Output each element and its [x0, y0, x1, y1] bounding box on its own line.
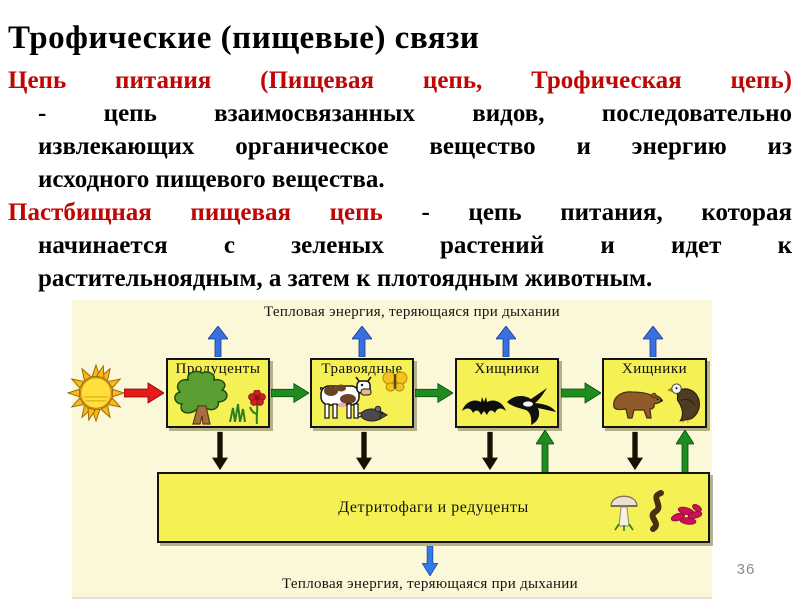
food-flow-arrow-2-icon	[415, 382, 453, 404]
decomposers-box: Детритофаги и редуценты	[157, 472, 710, 543]
mouse-icon	[357, 405, 388, 422]
bat-icon	[462, 397, 506, 415]
tree-icon	[174, 370, 228, 425]
heat-arrow-down-icon	[422, 546, 438, 576]
red-worms-icon	[670, 504, 703, 525]
definition-line: - цепь питания, которая	[421, 199, 792, 226]
butterfly-icon	[382, 370, 408, 392]
trophic-box-predators-1: Хищники	[455, 358, 559, 428]
trophic-box-predators-2: Хищники	[602, 358, 707, 428]
solar-energy-arrow-icon	[124, 382, 164, 404]
food-chain-diagram: Тепловая энергия, теряющаяся при дыхании	[67, 300, 712, 597]
heat-label-top: Тепловая энергия, теряющаяся при дыхании	[264, 304, 560, 320]
food-flow-arrow-3-icon	[561, 382, 601, 404]
term-grazing-chain: Пастбищная пищевая цепь	[8, 199, 383, 226]
heat-arrow-up-4-icon	[643, 326, 663, 357]
page-title: Трофические (пищевые) связи	[8, 20, 480, 56]
sun-icon	[67, 364, 125, 422]
recycle-arrow-up-1-icon	[536, 430, 554, 473]
heat-arrow-up-2-icon	[352, 326, 372, 357]
detritus-arrow-down-1-icon	[212, 431, 228, 471]
bear-icon	[613, 391, 663, 419]
term-food-chain: Цепь питания (Пищевая цепь, Трофическая …	[8, 67, 792, 94]
vulture-icon	[668, 383, 700, 423]
definition-line: исходного пищевого вещества.	[38, 166, 385, 193]
detritus-arrow-down-3-icon	[482, 431, 498, 471]
box-label-predators-2: Хищники	[621, 361, 688, 377]
mushroom-icon	[610, 495, 638, 531]
heat-label-bottom: Тепловая энергия, теряющаяся при дыхании	[282, 576, 578, 592]
heat-arrow-up-1-icon	[208, 326, 228, 357]
swallow-icon	[507, 388, 556, 425]
worm-icon	[649, 490, 664, 532]
heat-arrow-up-3-icon	[496, 326, 516, 357]
definition-grazing-chain: Пастбищная пищевая цепь - цепь питания, …	[8, 196, 792, 295]
definition-line: извлекающих органическое вещество и энер…	[38, 133, 792, 160]
flower-icon	[248, 390, 266, 424]
definition-food-chain: Цепь питания (Пищевая цепь, Трофическая …	[8, 64, 792, 196]
food-flow-arrow-1-icon	[271, 382, 309, 404]
page-number: 36	[736, 561, 756, 578]
detritus-arrow-down-2-icon	[356, 431, 372, 471]
definition-line: - цепь взаимосвязанных видов, последоват…	[38, 100, 792, 127]
grass-icon	[229, 403, 246, 422]
trophic-box-herbivores: Травоядные	[310, 358, 414, 428]
box-label-herbivores: Травоядные	[321, 361, 403, 377]
detritus-arrow-down-4-icon	[627, 431, 643, 471]
definition-line: начинается с зеленых растений и идет к	[38, 232, 792, 259]
recycle-arrow-up-2-icon	[676, 430, 694, 473]
trophic-box-producers: Продуценты	[166, 358, 270, 428]
cow-icon	[319, 376, 372, 419]
definition-line: растительноядным, а затем к плотоядным ж…	[38, 265, 653, 292]
box-label-predators-1: Хищники	[474, 361, 540, 377]
decomposers-label: Детритофаги и редуценты	[338, 498, 529, 516]
